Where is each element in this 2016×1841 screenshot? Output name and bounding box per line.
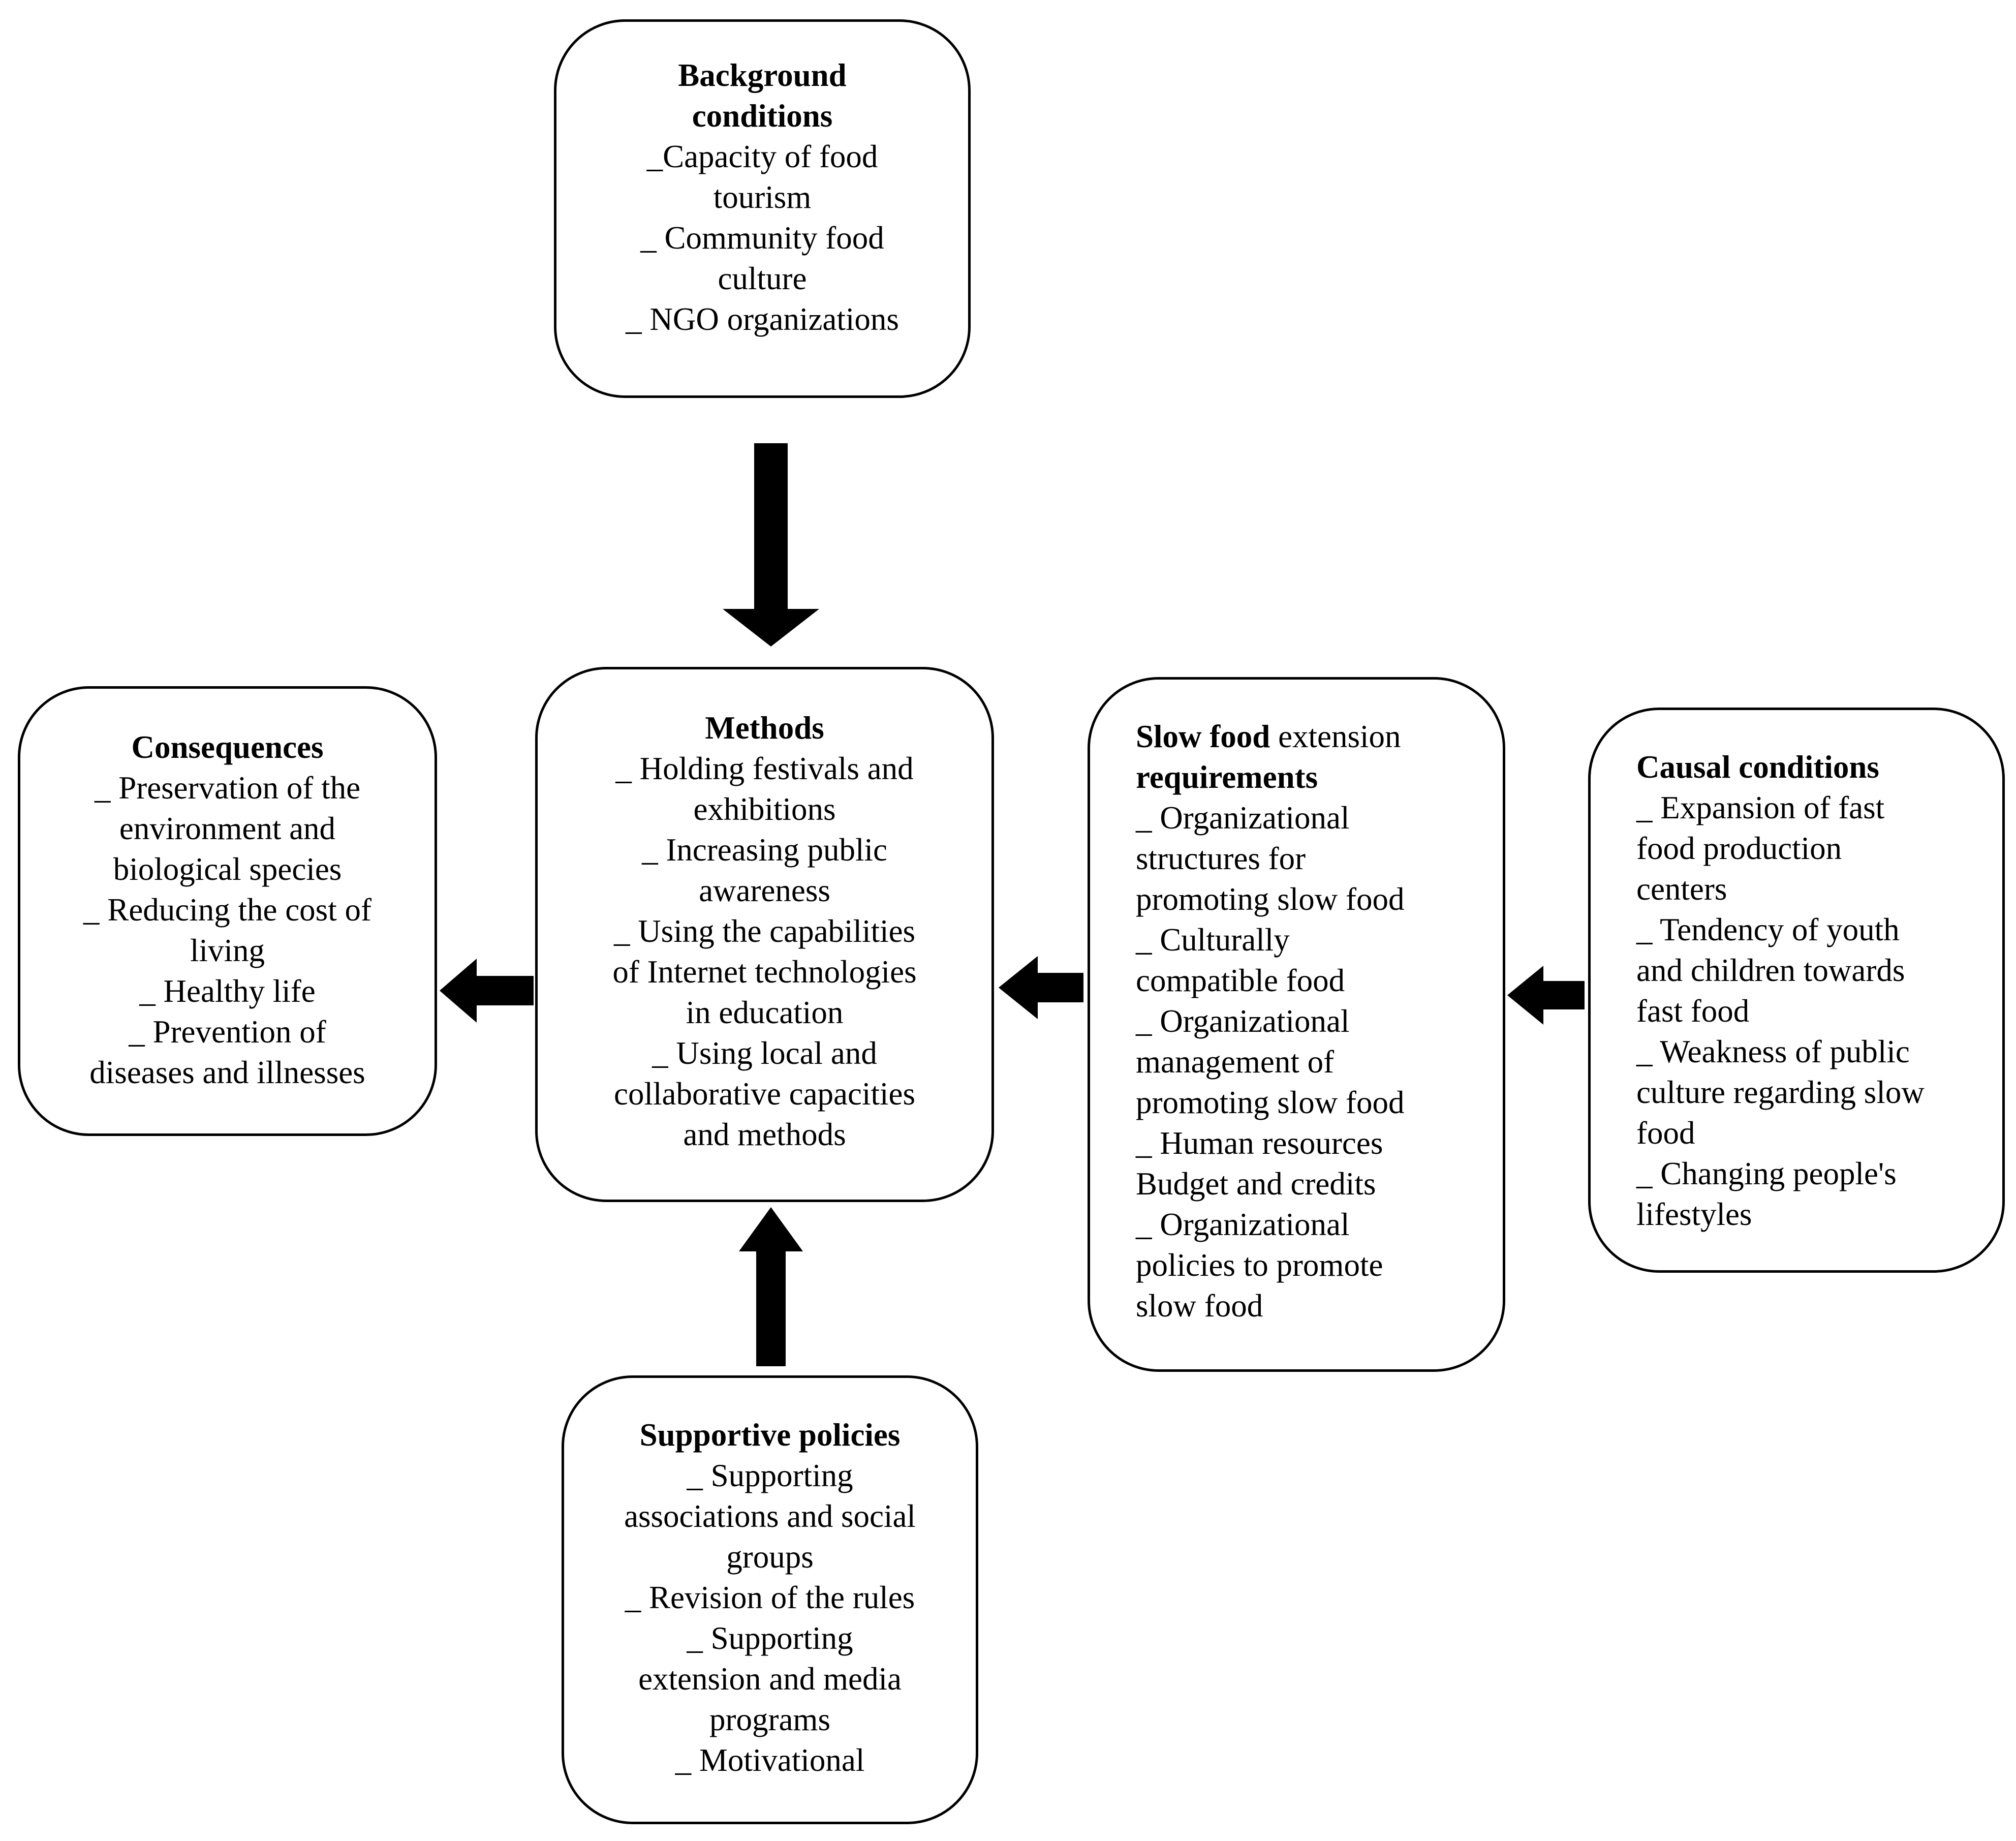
consequences-item-line: _ Healthy life — [139, 973, 316, 1009]
slowfood-item-line: _ Culturally — [1136, 922, 1290, 958]
supportive-item-line: programs — [709, 1702, 830, 1737]
consequences-item-line: living — [190, 933, 265, 968]
arrow-supportive-to-methods — [739, 1207, 803, 1366]
supportive-item-line: _ Supporting — [687, 1458, 853, 1493]
causal-item-line: lifestyles — [1636, 1196, 1752, 1232]
consequences-box: Consequences _ Preservation of the envir… — [18, 686, 437, 1136]
consequences-item-line: _ Preservation of the — [94, 770, 361, 806]
consequences-item-line: environment and — [119, 811, 336, 846]
causal-item-line: fast food — [1636, 993, 1750, 1029]
methods-item-line: in education — [686, 995, 844, 1030]
slowfood-item-line: Budget and credits — [1136, 1166, 1376, 1202]
slowfood-item-line: promoting slow food — [1136, 1085, 1405, 1120]
slow-food-requirements-box: Slow food extension requirements _ Organ… — [1088, 677, 1505, 1372]
slowfood-title-line-1: Slow food extension — [1136, 716, 1503, 757]
causal-item-line: _ Tendency of youth — [1636, 912, 1900, 947]
supportive-item-line: _ Motivational — [675, 1742, 865, 1778]
supportive-item-line: extension and media — [638, 1661, 902, 1697]
background-item-line: _ NGO organizations — [626, 301, 899, 337]
arrow-causal-to-slowfood — [1507, 966, 1585, 1025]
consequences-item-line: _ Reducing the cost of — [83, 892, 371, 928]
slowfood-item-line: _ Organizational — [1136, 800, 1350, 836]
background-title-line-2: conditions — [692, 98, 833, 134]
slowfood-item-line: _ Human resources — [1136, 1125, 1383, 1161]
causal-item-line: _ Changing people's — [1636, 1156, 1897, 1191]
supportive-policies-box: Supportive policies _ Supporting associa… — [562, 1375, 978, 1824]
slowfood-title-rest: extension — [1270, 719, 1401, 754]
arrow-background-to-methods — [723, 443, 819, 647]
methods-item-line: awareness — [699, 873, 830, 908]
slowfood-item-line: compatible food — [1136, 963, 1345, 998]
background-item-line: tourism — [713, 179, 812, 215]
causal-item-line: food production — [1636, 831, 1842, 866]
supportive-item-line: groups — [726, 1539, 814, 1575]
methods-title: Methods — [705, 710, 824, 746]
causal-item-line: centers — [1636, 871, 1727, 907]
methods-item-line: _ Using the capabilities — [613, 913, 916, 949]
methods-item-line: _ Using local and — [652, 1035, 877, 1071]
methods-item-line: exhibitions — [693, 791, 836, 827]
slowfood-title-line-2: requirements — [1136, 759, 1318, 795]
background-item-line: _ Community food — [640, 220, 884, 256]
methods-item-line: and methods — [683, 1117, 846, 1152]
supportive-item-line: _ Revision of the rules — [625, 1580, 915, 1615]
methods-item-line: of Internet technologies — [612, 954, 917, 990]
background-title-line-1: Background — [678, 57, 847, 93]
methods-item-line: _ Holding festivals and — [615, 751, 914, 786]
supportive-title: Supportive policies — [639, 1417, 901, 1453]
supportive-item-line: associations and social — [624, 1498, 916, 1534]
arrow-slowfood-to-methods — [999, 956, 1083, 1019]
consequences-item-line: diseases and illnesses — [89, 1055, 365, 1090]
causal-item-line: and children towards — [1636, 953, 1905, 988]
consequences-title: Consequences — [131, 729, 324, 765]
consequences-item-line: _ Prevention of — [129, 1014, 326, 1050]
causal-item-line: _ Expansion of fast — [1636, 790, 1885, 825]
methods-box: Methods _ Holding festivals and exhibiti… — [535, 667, 994, 1202]
slowfood-item-line: _ Organizational — [1136, 1003, 1350, 1039]
methods-item-line: _ Increasing public — [642, 832, 887, 868]
slowfood-item-line: structures for — [1136, 841, 1306, 876]
methods-item-line: collaborative capacities — [614, 1076, 915, 1112]
causal-item-line: food — [1636, 1115, 1695, 1151]
causal-item-line: culture regarding slow — [1636, 1075, 1925, 1110]
slowfood-item-line: management of — [1136, 1044, 1335, 1080]
causal-title: Causal conditions — [1636, 749, 1879, 785]
background-item-line: culture — [718, 261, 807, 296]
consequences-item-line: biological species — [113, 851, 342, 887]
causal-item-line: _ Weakness of public — [1636, 1034, 1910, 1069]
slowfood-item-line: slow food — [1136, 1288, 1263, 1324]
supportive-item-line: _ Supporting — [687, 1620, 853, 1656]
background-conditions-box: Background conditions _Capacity of food … — [554, 19, 971, 398]
causal-conditions-box: Causal conditions _ Expansion of fast fo… — [1588, 708, 2005, 1273]
background-item-line: _Capacity of food — [646, 139, 878, 174]
slowfood-title-bold: Slow food — [1136, 719, 1270, 754]
slowfood-item-line: promoting slow food — [1136, 881, 1405, 917]
slowfood-item-line: _ Organizational — [1136, 1207, 1350, 1242]
slowfood-item-line: policies to promote — [1136, 1247, 1383, 1283]
arrow-methods-to-consequences — [440, 959, 534, 1023]
